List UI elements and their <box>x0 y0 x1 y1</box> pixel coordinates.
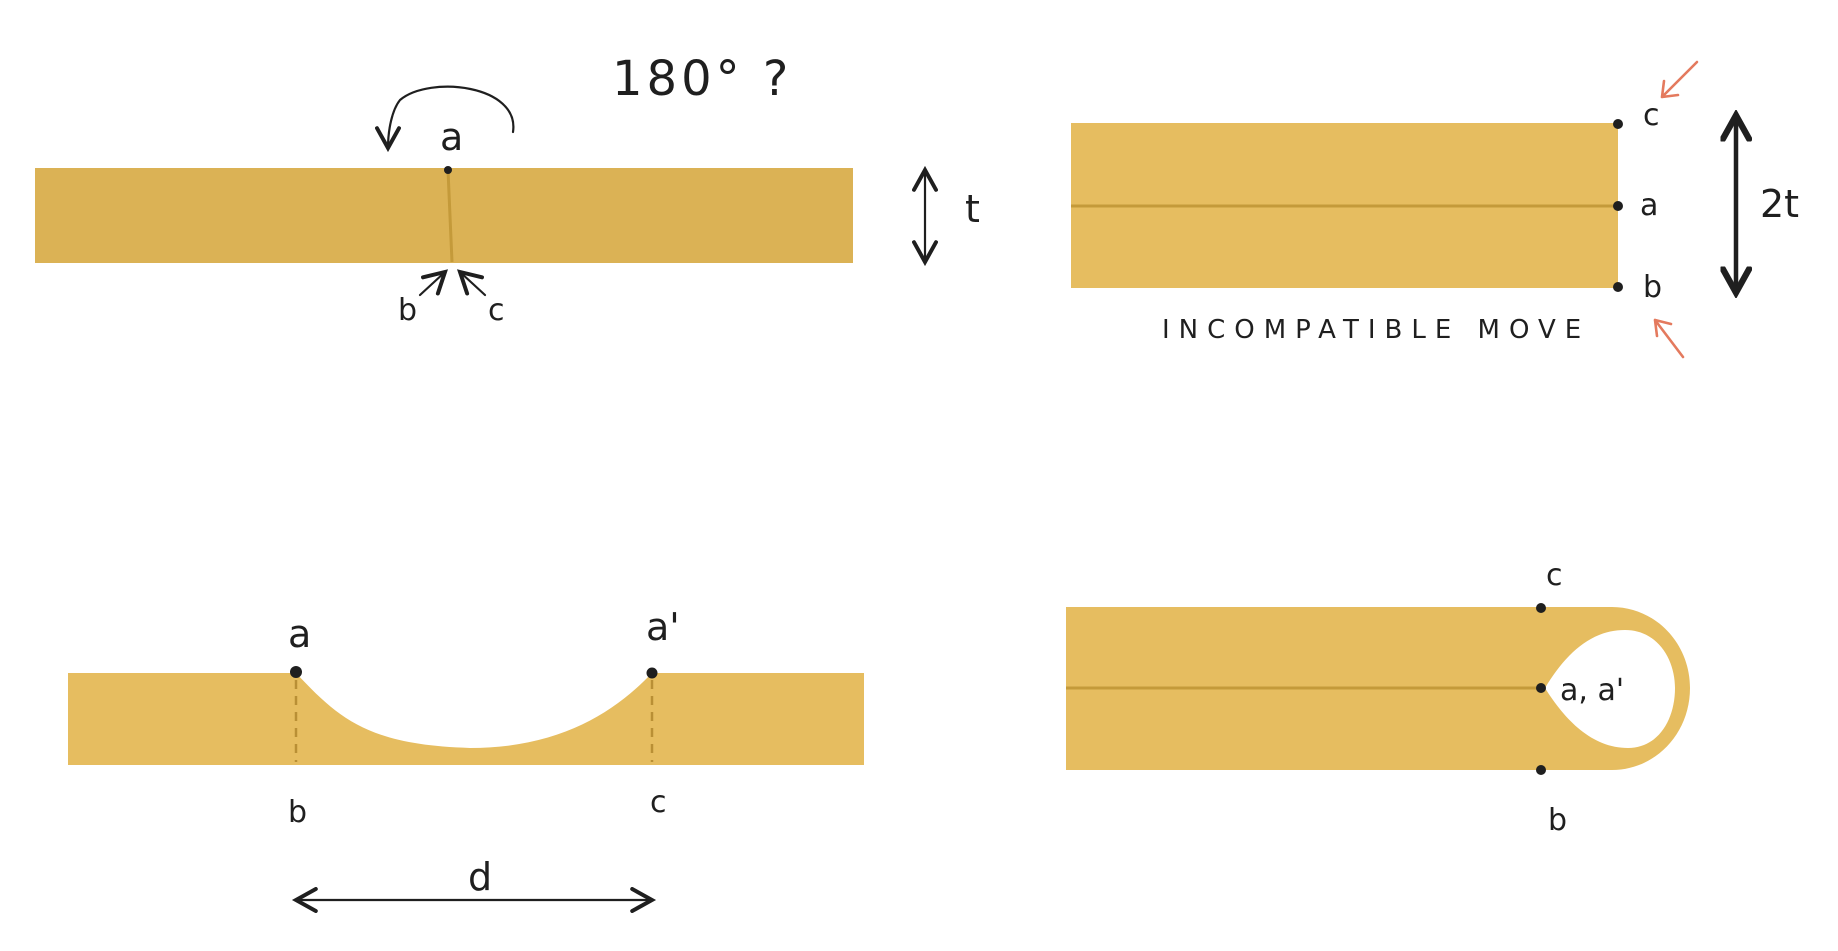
point-c-marker <box>1613 119 1623 129</box>
label-c: c <box>1546 558 1563 593</box>
label-c: c <box>1643 98 1660 133</box>
point-a-marker <box>444 166 452 174</box>
label-b: b <box>1643 270 1662 305</box>
label-a: a <box>288 612 311 656</box>
point-b-marker <box>1613 282 1623 292</box>
warning-arrow-top <box>1660 60 1699 99</box>
thickness-label: t <box>965 187 980 231</box>
point-aa-marker <box>1536 683 1546 693</box>
pointer-b <box>418 269 449 297</box>
double-thickness-label: 2t <box>1760 182 1799 226</box>
label-b: b <box>288 795 307 830</box>
point-b-marker <box>1536 765 1546 775</box>
panel-2-incompatible-fold: c a b 2t INCOMPATIBLE MOVE <box>1071 60 1799 359</box>
label-b: b <box>1548 803 1567 838</box>
point-a-prime-marker <box>646 667 658 679</box>
label-aa: a, a' <box>1560 673 1624 708</box>
rotation-arrow <box>375 85 515 153</box>
label-c: c <box>488 293 505 328</box>
label-c: c <box>650 785 667 820</box>
pointer-c <box>456 269 487 297</box>
label-a: a <box>1640 188 1658 223</box>
panel-3-cut-strip: a a' b c d <box>68 605 864 913</box>
label-a-prime: a' <box>646 605 680 649</box>
strip-with-cut <box>68 673 864 765</box>
caption: INCOMPATIBLE MOVE <box>1162 315 1590 345</box>
angle-label: 180° ? <box>612 51 792 107</box>
point-c-marker <box>1536 603 1546 613</box>
panel-1-single-strip: a 180° ? b c t <box>35 51 980 328</box>
fold-line <box>446 169 454 263</box>
point-a-marker <box>1613 201 1623 211</box>
warning-arrow-bottom <box>1653 318 1685 359</box>
label-a: a <box>440 115 463 159</box>
distance-label: d <box>468 855 492 899</box>
label-b: b <box>398 293 417 328</box>
point-a-marker <box>290 666 302 678</box>
strip-single <box>35 168 853 263</box>
panel-4-loop-fold: c a, a' b <box>1066 558 1690 838</box>
